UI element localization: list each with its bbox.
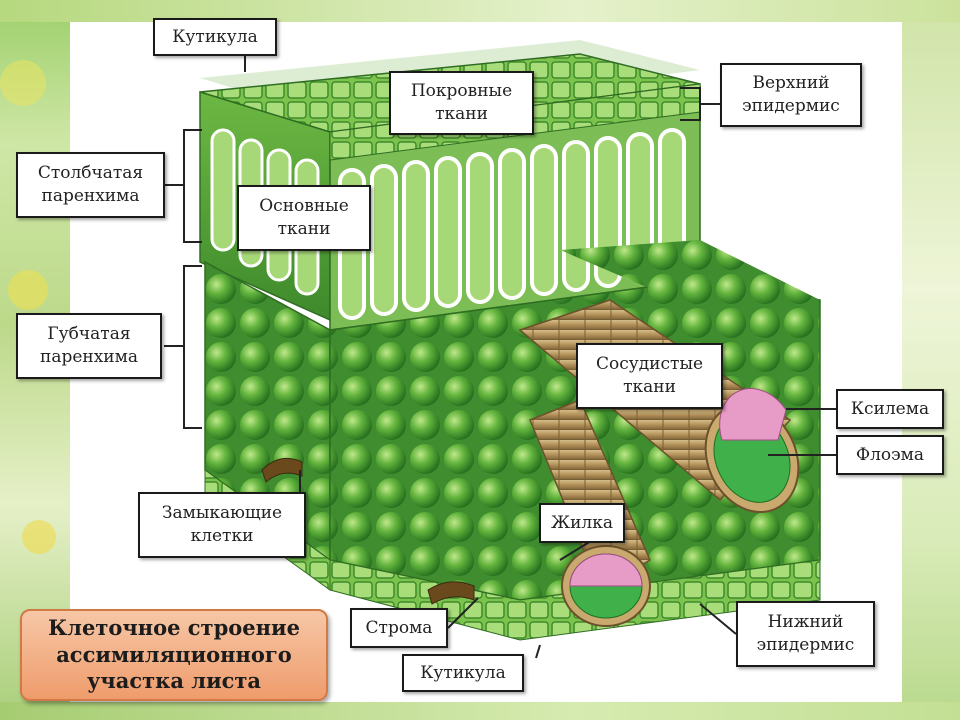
label-upper-epidermis: Верхний эпидермис [720, 63, 862, 127]
flower-decoration [8, 270, 48, 310]
label-stroma: Строма [350, 608, 448, 648]
label-cuticle-top: Кутикула [153, 18, 277, 56]
guard-cells [261, 457, 475, 605]
diagram-title: Клеточное строение ассимиляционного учас… [20, 609, 328, 701]
background-foliage-top [0, 0, 960, 22]
label-lower-epidermis: Нижний эпидермис [736, 601, 875, 667]
label-cuticle-bottom: Кутикула [402, 654, 524, 692]
label-ground-tissue: Основные ткани [237, 185, 371, 251]
label-phloem: Флоэма [836, 435, 944, 475]
background-foliage-bottom [0, 702, 960, 720]
label-xylem: Ксилема [836, 389, 944, 429]
label-spongy-parenchyma: Губчатая паренхима [16, 313, 162, 379]
label-covering-tissue: Покровные ткани [389, 71, 534, 135]
label-vein: Жилка [539, 503, 625, 543]
spongy-top [560, 240, 820, 310]
label-palisade-parenchyma: Столбчатая паренхима [16, 152, 165, 218]
flower-decoration [22, 520, 56, 554]
label-vascular-tissue: Сосудистые ткани [576, 343, 723, 409]
background-foliage-right [902, 0, 960, 720]
flower-decoration [0, 60, 46, 106]
label-guard-cells: Замыкающие клетки [138, 492, 306, 558]
